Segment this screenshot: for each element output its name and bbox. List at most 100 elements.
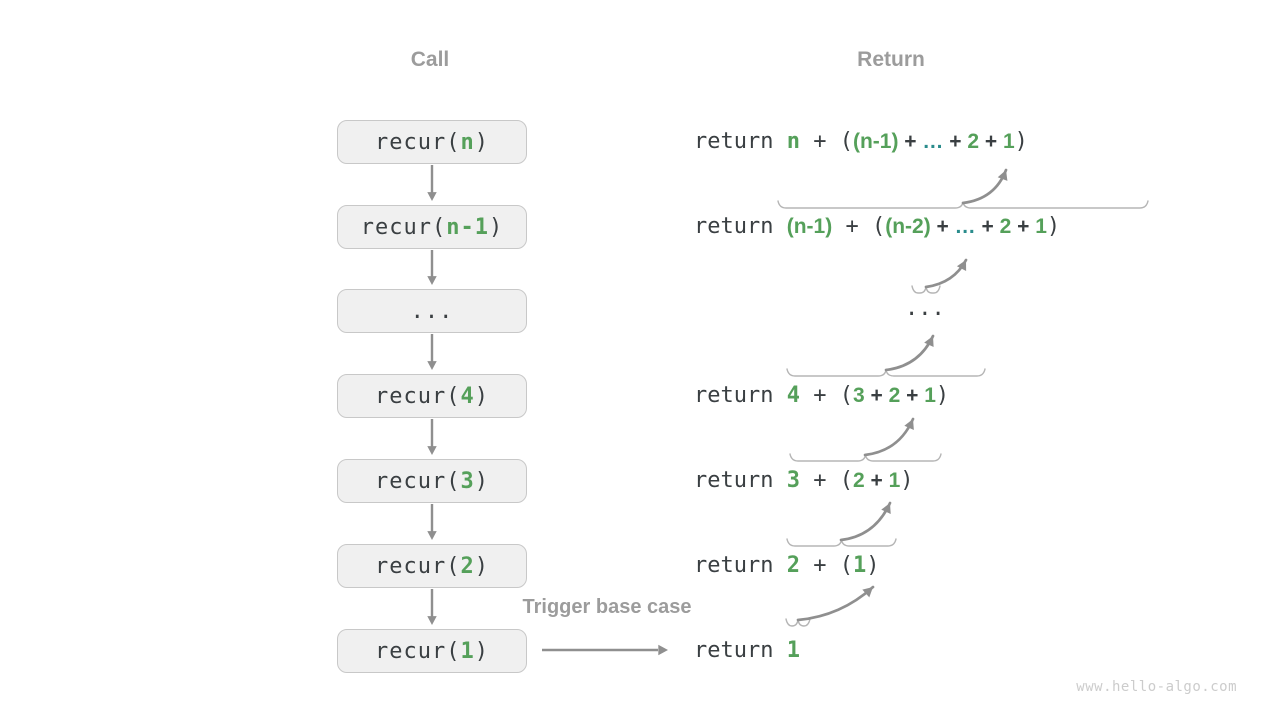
return-flow-arrow-4-to-ellipsis-head: [924, 336, 934, 347]
code-segment: + (: [799, 129, 853, 154]
code-segment: +: [900, 384, 925, 407]
code-segment: +: [975, 215, 1000, 238]
code-segment: +: [930, 215, 955, 238]
return-flow-arrow-4-to-ellipsis: [884, 334, 935, 372]
call-column-header: Call: [410, 48, 450, 71]
code-segment: +: [864, 469, 889, 492]
code-segment: 4: [786, 383, 800, 408]
code-segment: return: [694, 383, 787, 408]
code-segment: 2: [999, 215, 1012, 238]
code-segment: ): [900, 468, 914, 493]
code-segment: 3: [852, 384, 865, 407]
code-segment: ): [474, 553, 489, 579]
code-segment: 1: [1035, 215, 1047, 238]
return-flow-arrow-n1-to-n: [961, 168, 1008, 205]
call-box-recur-1: recur(1): [337, 629, 527, 673]
code-segment: n: [460, 129, 475, 155]
code-segment: (n-2): [885, 215, 931, 238]
code-segment: +: [1011, 215, 1036, 238]
code-segment: + (: [799, 468, 853, 493]
return-line-1: return 1: [694, 636, 800, 666]
code-segment: recur(: [375, 468, 461, 494]
code-segment: return: [694, 129, 787, 154]
code-segment: 2: [967, 130, 980, 153]
return-line-n: return n + ((n-1) + … + 2 + 1): [694, 127, 1028, 157]
return-flow-arrow-2-to-3: [839, 501, 892, 542]
trigger-arrow-head: [658, 644, 668, 656]
return-flow-arrow-3-to-4-head: [904, 419, 914, 430]
code-segment: + (: [799, 553, 853, 578]
code-segment: + (: [799, 383, 853, 408]
code-segment: return: [694, 214, 787, 239]
code-segment: ): [474, 638, 489, 664]
return-flow-arrow-ellipsis-to-n1-head: [956, 260, 967, 271]
call-box-recur-n-1: recur(n-1): [337, 205, 527, 249]
code-segment: +: [943, 130, 968, 153]
code-segment: recur(: [375, 129, 461, 155]
code-segment: return: [694, 468, 787, 493]
code-segment: 1: [1002, 130, 1015, 153]
call-flow-arrow-head: [427, 276, 437, 285]
code-segment: ): [866, 553, 880, 578]
call-box-ellipsis: ...: [337, 289, 527, 333]
code-segment: …: [922, 130, 944, 153]
code-segment: 1: [852, 553, 867, 578]
code-segment: recur(: [360, 214, 447, 240]
code-segment: return: [694, 553, 787, 578]
return-line-4: return 4 + (3 + 2 + 1): [694, 381, 949, 411]
call-flow-arrow-head: [427, 192, 437, 201]
code-segment: recur(: [375, 383, 461, 409]
code-segment: 1: [460, 638, 475, 664]
return-flow-arrow-1-to-2: [796, 585, 875, 622]
code-segment: 2: [852, 469, 865, 492]
code-segment: ): [474, 383, 489, 409]
code-segment: n: [786, 129, 800, 154]
trigger-base-case-label: Trigger base case: [522, 596, 692, 618]
return-flow-arrow-1-to-2-head: [862, 587, 873, 598]
code-segment: 3: [786, 468, 800, 493]
code-segment: +: [979, 130, 1003, 153]
code-segment: (n-1): [786, 215, 833, 238]
return-flow-arrow-n1-to-n-head: [997, 170, 1008, 181]
code-segment: ): [935, 383, 950, 408]
return-line-n-1: return (n-1) + ((n-2) + … + 2 + 1): [694, 212, 1060, 242]
return-flow-arrow-3-to-4: [863, 417, 915, 457]
return-line-ellipsis: ...: [905, 294, 945, 324]
return-line-3: return 3 + (2 + 1): [694, 466, 914, 496]
call-flow-arrow-head: [427, 361, 437, 370]
call-box-recur-4: recur(4): [337, 374, 527, 418]
code-segment: ...: [410, 298, 454, 324]
return-line-2: return 2 + (1): [694, 551, 879, 581]
call-box-recur-n: recur(n): [337, 120, 527, 164]
code-segment: 4: [460, 383, 475, 409]
code-segment: 1: [888, 469, 901, 492]
code-segment: recur(: [375, 553, 461, 579]
code-segment: 1: [786, 638, 800, 663]
code-segment: ): [488, 214, 504, 240]
code-segment: …: [954, 215, 976, 238]
call-box-recur-3: recur(3): [337, 459, 527, 503]
code-segment: recur(: [375, 638, 461, 664]
code-segment: +: [864, 384, 889, 407]
code-segment: 2: [460, 553, 475, 579]
call-flow-arrow-head: [427, 616, 437, 625]
return-flow-arrow-ellipsis-to-n1: [924, 258, 968, 289]
watermark: www.hello-algo.com: [1076, 679, 1237, 695]
code-segment: 2: [888, 384, 901, 407]
code-segment: n-1: [446, 214, 489, 240]
code-segment: 2: [786, 553, 800, 578]
return-flow-arrow-2-to-3-head: [881, 503, 891, 514]
call-flow-arrow-head: [427, 531, 437, 540]
code-segment: 1: [924, 384, 936, 407]
code-segment: ): [474, 468, 489, 494]
code-segment: + (: [832, 214, 886, 239]
code-segment: +: [898, 130, 923, 153]
call-flow-arrow-head: [427, 446, 437, 455]
code-segment: ): [1046, 214, 1061, 239]
call-box-recur-2: recur(2): [337, 544, 527, 588]
return-column-header: Return: [857, 48, 925, 71]
code-segment: 3: [460, 468, 475, 494]
code-segment: ...: [905, 296, 945, 321]
